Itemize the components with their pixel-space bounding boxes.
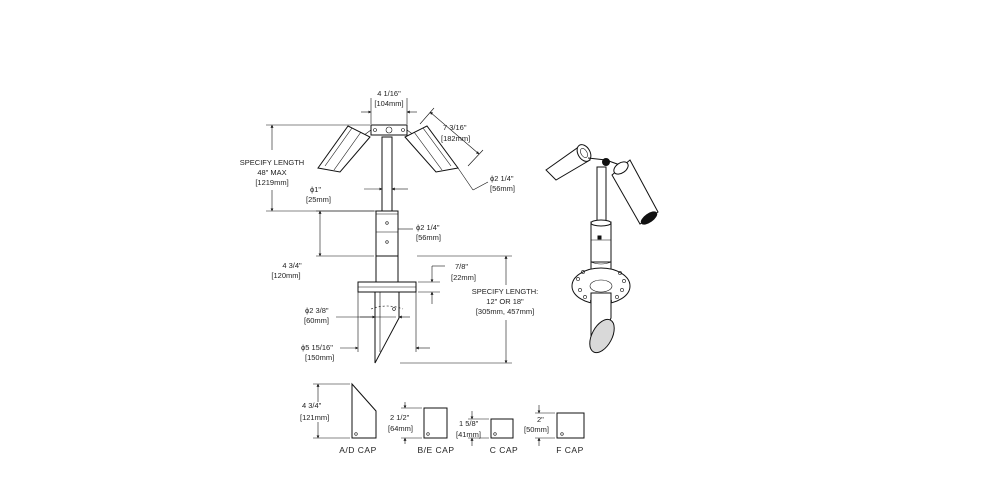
iso-left-lamp — [545, 144, 592, 181]
cap-c-dim-in: 1 5/8" — [459, 419, 479, 428]
dim-stake-line1: SPECIFY LENGTH: — [472, 287, 539, 296]
front-elevation: 4 1/16" [104mm] 7 3/16" [182mm] ϕ2 1/4" … — [240, 89, 539, 364]
cap-f-dim-in: 2" — [537, 415, 544, 424]
cap-ad-dim-mm: [121mm] — [300, 413, 329, 422]
dim-specify-line2: 48" MAX — [257, 168, 286, 177]
dim-flange-in: 7/8" — [455, 262, 468, 271]
dim-specify-line1: SPECIFY LENGTH — [240, 158, 304, 167]
dim-stake-line3: [305mm, 457mm] — [476, 307, 534, 316]
dim-stake-dia-in: ϕ2 3/8" — [305, 306, 329, 315]
riser-screw — [385, 221, 389, 225]
dim-top-width-in: 4 1/16" — [377, 89, 401, 98]
dim-riser-dia: ϕ2 1/4" [56mm] — [398, 223, 441, 242]
dim-stake-dia: ϕ2 3/8" [60mm] — [304, 306, 410, 325]
hub-bolt-left — [373, 128, 377, 132]
cap-ad-label: A/D CAP — [339, 445, 377, 455]
dim-arm-length: 7 3/16" [182mm] — [419, 107, 484, 167]
left-lamp — [317, 125, 371, 173]
dim-riser-len-mm: [120mm] — [271, 271, 300, 280]
iso-riser-top — [590, 219, 612, 227]
dim-pole-dia: ϕ1" [25mm] — [306, 185, 408, 204]
collar — [375, 255, 399, 283]
dim-pole-mm: [25mm] — [306, 195, 331, 204]
pole — [381, 136, 393, 212]
right-lamp — [404, 125, 459, 173]
iso-riser-screw — [597, 235, 602, 240]
cap-be-label: B/E CAP — [417, 445, 454, 455]
dim-lamp-in: ϕ2 1/4" — [490, 174, 514, 183]
isometric-view — [545, 144, 659, 354]
iso-riser — [590, 221, 612, 263]
dim-top-width: 4 1/16" [104mm] — [361, 89, 417, 124]
iso-flange-inner — [589, 279, 613, 293]
iso-pole — [596, 166, 607, 225]
cap-ad: 4 3/4" [121mm] A/D CAP — [300, 382, 377, 455]
cap-be-dim-mm: [64mm] — [388, 424, 413, 433]
riser — [375, 210, 399, 257]
cap-f-label: F CAP — [556, 445, 584, 455]
dim-arm-mm: [182mm] — [441, 134, 470, 143]
cap-be-dim-in: 2 1/2" — [390, 413, 410, 422]
dim-flange-mm: [22mm] — [451, 273, 476, 282]
dim-top-width-mm: [104mm] — [374, 99, 403, 108]
cap-c-label: C CAP — [490, 445, 518, 455]
cap-details: 4 3/4" [121mm] A/D CAP 2 1/2" [64mm] B/E… — [300, 382, 585, 455]
iso-right-lamp — [611, 159, 659, 225]
dim-stake-dia-mm: [60mm] — [304, 316, 329, 325]
dim-stake-length: SPECIFY LENGTH: 12" OR 18" [305mm, 457mm… — [400, 255, 539, 364]
dim-riser-mm: [56mm] — [416, 233, 441, 242]
hub-screw — [385, 126, 393, 134]
dim-flange-dia-in: ϕ5 15/16" — [301, 343, 333, 352]
dim-flange-dia-mm: [150mm] — [305, 353, 334, 362]
iso-hub — [602, 158, 610, 166]
riser-screw-lower — [385, 240, 389, 244]
hub-bolt-right — [401, 128, 405, 132]
dim-specify-line3: [1219mm] — [255, 178, 288, 187]
cap-f-dim-mm: [50mm] — [524, 425, 549, 434]
dim-arm-in: 7 3/16" — [443, 123, 467, 132]
stake — [374, 291, 400, 364]
cap-ad-dim-in: 4 3/4" — [302, 401, 322, 410]
dim-riser-in: ϕ2 1/4" — [416, 223, 440, 232]
dim-stake-line2: 12" OR 18" — [486, 297, 524, 306]
dim-lamp-mm: [56mm] — [490, 184, 515, 193]
iso-stake-tip — [589, 318, 615, 354]
dim-riser-len-in: 4 3/4" — [282, 261, 302, 270]
cap-c: 1 5/8" [41mm] C CAP — [456, 411, 518, 455]
dim-lamp-dia: ϕ2 1/4" [56mm] — [457, 167, 515, 193]
cap-be: 2 1/2" [64mm] B/E CAP — [388, 402, 454, 455]
dim-flange-thickness: 7/8" [22mm] — [418, 262, 476, 304]
dim-riser-length: 4 3/4" [120mm] — [271, 210, 374, 280]
dim-pole-in: ϕ1" — [310, 185, 321, 194]
cap-c-dim-mm: [41mm] — [456, 430, 481, 439]
cap-f: 2" [50mm] F CAP — [524, 405, 585, 455]
dim-flange-dia: ϕ5 15/16" [150mm] — [301, 292, 430, 362]
